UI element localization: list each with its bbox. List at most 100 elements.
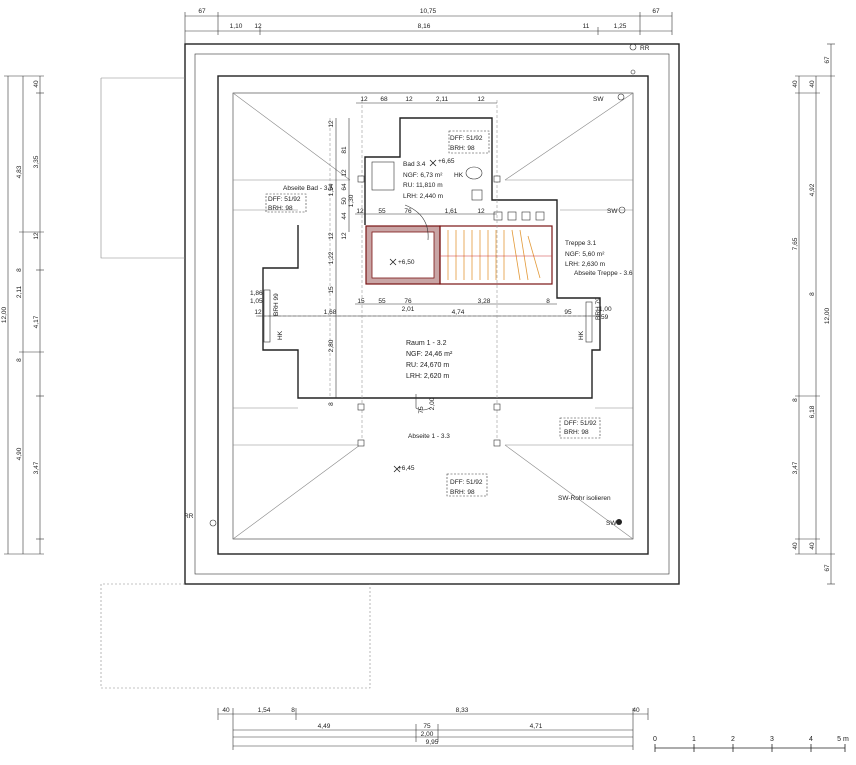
dim-label: 12,00 xyxy=(1,306,8,323)
room-name: Treppe 3.1 xyxy=(565,240,597,247)
dim-label: 67 xyxy=(198,8,206,15)
rr-label: RR xyxy=(184,513,194,520)
dim-label: 10,75 xyxy=(420,8,437,15)
room-perimeter: RU: 11,810 m xyxy=(403,182,443,189)
dim-label: 12 xyxy=(477,96,485,103)
dim-bottom: 40 1,54 8 8,33 40 4,49 75 4,71 2,00 9,95 xyxy=(217,707,649,750)
dim-label: 12,00 xyxy=(824,307,831,324)
dim-label: 55 xyxy=(378,208,386,215)
dim-label: 4,83 xyxy=(16,165,23,178)
dim-label: 1,54 xyxy=(328,183,335,196)
room-area: NGF: 5,60 m² xyxy=(565,251,605,258)
hk-label: HK xyxy=(454,172,464,179)
sw-label: SW xyxy=(606,520,617,527)
dim-label: 12 xyxy=(341,169,348,177)
dim-label: 4,74 xyxy=(452,309,465,316)
dim-label: 8 xyxy=(16,358,23,362)
dim-label: 2,00 xyxy=(421,731,434,738)
dim-label: 76 xyxy=(404,298,412,305)
level-label: +6,65 xyxy=(438,158,455,165)
dim-label: 40 xyxy=(222,707,230,714)
room-height: LRH: 2,630 m xyxy=(565,261,605,268)
rr-label: RR xyxy=(640,45,650,52)
room-perimeter: RU: 24,670 m xyxy=(406,362,449,369)
bad-outline xyxy=(364,117,558,225)
scale-tick: 3 xyxy=(770,736,774,743)
dim-label: 67 xyxy=(652,8,660,15)
dim-label: 3,47 xyxy=(792,461,799,474)
dim-label: 1,54 xyxy=(258,707,271,714)
dim-label: 4,92 xyxy=(809,183,816,196)
dim-label: 9,95 xyxy=(426,739,439,746)
dim-label: 6,18 xyxy=(809,405,816,418)
scale-tick: 2 xyxy=(731,736,735,743)
dim-label: 3,47 xyxy=(33,461,40,474)
dim-label: 1,00 xyxy=(599,306,612,313)
dim-label: 3,35 xyxy=(33,155,40,168)
dim-label: 1,05 xyxy=(250,298,263,305)
hk-label: HK xyxy=(277,330,284,340)
dim-label: 68 xyxy=(380,96,388,103)
room-raum: Raum 1 - 3.2 NGF: 24,46 m² RU: 24,670 m … xyxy=(406,340,453,380)
hk-label: HK xyxy=(578,330,585,340)
dim-label: 4,71 xyxy=(530,723,543,730)
dim-label: 8 xyxy=(328,402,335,406)
dim-label: 75 xyxy=(418,406,425,414)
level-label: +6,50 xyxy=(398,259,415,266)
window-brh: BRH: 98 xyxy=(564,429,589,436)
window-dff: DFF: 51/92 xyxy=(564,420,597,427)
sw-label: SW xyxy=(607,208,618,215)
dim-label: 15 xyxy=(357,298,365,305)
dim-label: 1,86 xyxy=(250,290,263,297)
dim-label: 40 xyxy=(809,542,816,550)
dim-label: 40 xyxy=(33,80,40,88)
dim-label: 12 xyxy=(328,232,335,240)
roof-inner xyxy=(232,92,634,540)
dim-label: 2,11 xyxy=(436,96,449,103)
dim-label: 8 xyxy=(792,398,799,402)
room-area: NGF: 6,73 m² xyxy=(403,172,443,179)
room-name: Bad 3.4 xyxy=(403,161,426,168)
dim-label: 55 xyxy=(378,298,386,305)
window-labels: DFF: 51/92 BRH: 98 DFF: 51/92 BRH: 98 DF… xyxy=(268,135,597,496)
dim-label: 95 xyxy=(564,309,572,316)
window-brh: BRH: 98 xyxy=(268,205,293,212)
dim-label: 1,61 xyxy=(445,208,458,215)
raum-outline xyxy=(262,225,601,399)
dim-label: 44 xyxy=(341,212,348,220)
dim-label: 40 xyxy=(809,80,816,88)
dim-label: 12 xyxy=(328,120,335,128)
dim-label: 7,65 xyxy=(792,237,799,250)
dim-label: 12 xyxy=(33,232,40,240)
dim-label: 4,17 xyxy=(33,315,40,328)
dim-label: 2,11 xyxy=(16,286,23,299)
dim-top: 67 10,75 67 1,10 12 8,16 11 1,25 xyxy=(184,8,673,44)
dim-label: 3,28 xyxy=(478,298,491,305)
room-treppe: Treppe 3.1 NGF: 5,60 m² LRH: 2,630 m Abs… xyxy=(565,240,633,277)
room-area: NGF: 24,46 m² xyxy=(406,351,453,358)
room-bad: Bad 3.4 NGF: 6,73 m² RU: 11,810 m LRH: 2… xyxy=(403,158,455,200)
roof-boundary xyxy=(217,75,649,555)
scale-tick: 0 xyxy=(653,736,657,743)
dim-label: 2,00 xyxy=(429,397,436,410)
dim-label: 81 xyxy=(341,146,348,154)
room-name: Raum 1 - 3.2 xyxy=(406,340,447,347)
scale-bar: 0 1 2 3 4 5 m xyxy=(653,736,849,752)
dim-label: 12 xyxy=(477,208,485,215)
outer-wall xyxy=(184,43,680,585)
dim-label: 2,01 xyxy=(402,306,415,313)
window-brh: BRH: 98 xyxy=(450,145,475,152)
room-name: Abseite Treppe - 3.6 xyxy=(574,270,633,277)
level-label: +6,45 xyxy=(398,465,415,472)
dim-label: 12 xyxy=(405,96,413,103)
dim-label: 50 xyxy=(341,197,348,205)
brh-label: BRH 79 xyxy=(595,297,602,320)
dim-label: 4,49 xyxy=(318,723,331,730)
outer-wall-inner xyxy=(194,53,670,575)
dim-label: 15 xyxy=(328,286,335,294)
window-dff: DFF: 51/92 xyxy=(450,479,483,486)
dim-label: 64 xyxy=(341,183,348,191)
window-dff: DFF: 51/92 xyxy=(450,135,483,142)
dim-label: 2,80 xyxy=(328,339,335,352)
